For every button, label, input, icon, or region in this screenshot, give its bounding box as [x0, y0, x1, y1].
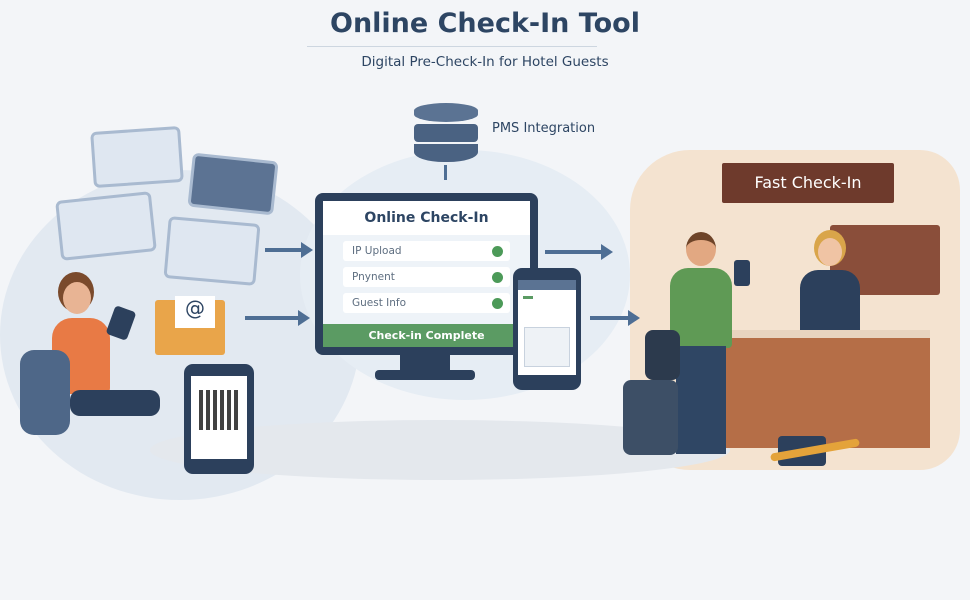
checklist-item-guest-info: Guest Info: [343, 293, 510, 313]
suitcase-icon: [623, 380, 678, 455]
guest-woman-illustration: [20, 270, 160, 440]
server-database-icon: [414, 103, 478, 163]
online-checkin-monitor: Online Check-In IP Upload Pnynent Guest …: [315, 193, 538, 355]
arrow-right-icon: [245, 310, 310, 326]
id-card-icon: [55, 191, 157, 261]
check-icon: [492, 298, 503, 309]
checklist-item-payment: Pnynent: [343, 267, 510, 287]
page-title: Online Check-In Tool: [330, 8, 640, 39]
arrow-right-icon: [545, 244, 613, 260]
traveler-man-illustration: [660, 232, 750, 457]
item-label: IP Upload: [352, 245, 402, 257]
reception-desk: [720, 330, 930, 448]
monitor-base: [375, 370, 475, 380]
down-arrow-icon: [444, 165, 447, 180]
at-sign-icon: @: [175, 296, 215, 328]
pms-integration-label: PMS Integration: [492, 121, 596, 136]
check-icon: [492, 246, 503, 257]
item-label: Guest Info: [352, 297, 407, 309]
arrow-right-icon: [590, 310, 640, 326]
checklist-document-icon: [163, 216, 261, 286]
arrow-right-icon: [265, 242, 313, 258]
fast-checkin-sign: Fast Check-In: [722, 163, 894, 203]
check-icon: [492, 272, 503, 283]
credit-card-icon: [187, 152, 279, 216]
item-label: Pnynent: [352, 271, 395, 283]
qr-code-phone: [184, 364, 254, 474]
mobile-phone-checklist: [513, 268, 581, 390]
checkin-form-title: Online Check-In: [323, 201, 530, 235]
monitor-stand: [400, 354, 450, 372]
page-subtitle: Digital Pre-Check-In for Hotel Guests: [361, 54, 609, 70]
checklist-item-id-upload: IP Upload: [343, 241, 510, 261]
checkin-complete-button[interactable]: Check-in Complete: [323, 324, 530, 347]
title-divider: [307, 46, 597, 47]
id-card-icon: [90, 125, 184, 189]
backpack-icon: [645, 330, 680, 380]
receptionist-illustration: [800, 230, 860, 330]
